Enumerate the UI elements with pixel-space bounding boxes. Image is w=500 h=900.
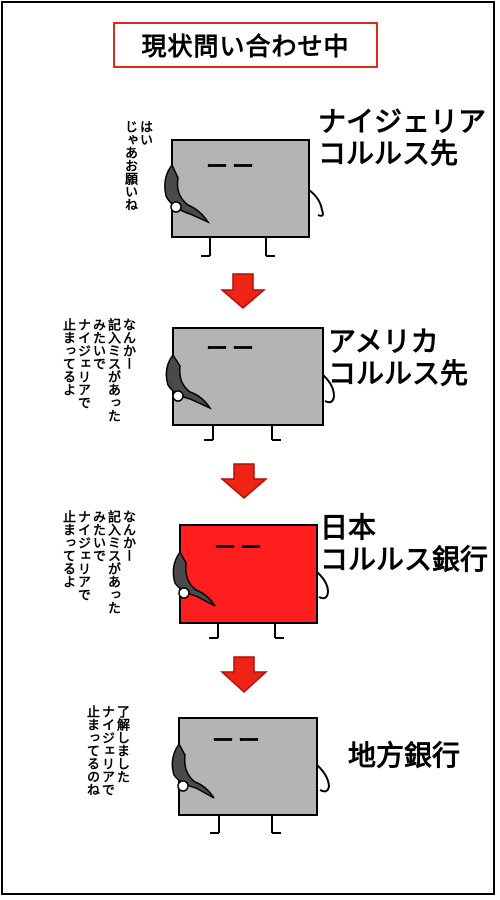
speech-text: なんかー 記入ミスがあった みたいで ナイジェリアで 止まってるよ — [60, 510, 135, 614]
title-box: 現状問い合わせ中 — [113, 22, 378, 68]
panel-label: アメリカ コルルス先 — [328, 325, 469, 390]
panel-label: 地方銀行 — [348, 739, 461, 772]
face: ーー — [206, 155, 259, 180]
face: ーー — [212, 729, 265, 754]
title-text: 現状問い合わせ中 — [141, 32, 350, 61]
face: ーー — [206, 337, 259, 362]
face: ーー — [214, 536, 267, 561]
panel-label: ナイジェリア コルルス先 — [318, 105, 487, 170]
speech-text: 了解しました ナイジェリアで 止まってるのね — [84, 705, 129, 796]
speech-text: なんかー 記入ミスがあった みたいで ナイジェリアで 止まってるよ — [60, 318, 135, 422]
panel-label: 日本 コルルス銀行 — [320, 511, 489, 576]
speech-text: はい じゃあお願いね — [122, 120, 152, 211]
